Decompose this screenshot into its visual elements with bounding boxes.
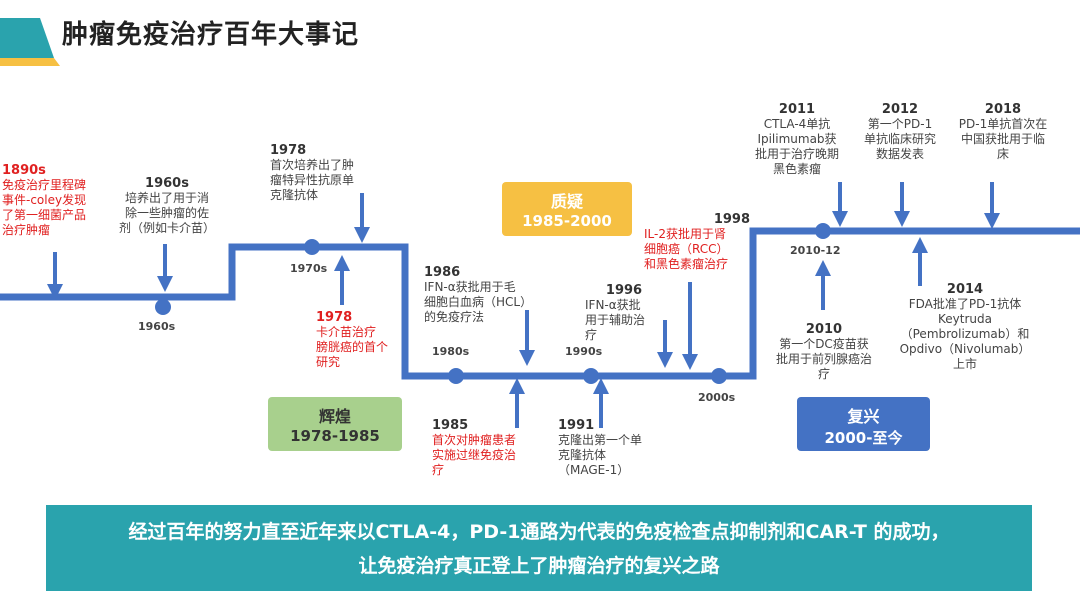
event-year: 2012 [881, 102, 919, 117]
event-1978-antibody: 1978 首次培养出了肿 瘤特异性抗原单 克隆抗体 [270, 143, 380, 203]
event-1890s: 1890s 免疫治疗里程碑 事件-coley发现 了第一细菌产品 治疗肿瘤 [2, 163, 102, 238]
era-name: 辉煌 [318, 407, 351, 426]
timeline-node [304, 239, 320, 255]
timeline-node [815, 223, 831, 239]
event-text: FDA批准了PD-1抗体 Keytruda （Pembrolizumab）和 O… [899, 297, 1031, 371]
event-year: 1998 [713, 212, 750, 227]
node-label: 1960s [138, 320, 176, 333]
page-title: 肿瘤免疫治疗百年大事记 [62, 20, 360, 50]
event-year: 1978 [316, 310, 353, 325]
event-text: IL-2获批用于肾 细胞癌（RCC） 和黑色素瘤治疗 [644, 227, 729, 271]
era-name: 复兴 [847, 407, 880, 426]
event-text: CTLA-4单抗 Ipilimumab获 批用于治疗晚期 黑色素瘤 [754, 117, 839, 176]
timeline-node [583, 368, 599, 384]
node-label: 1970s [290, 262, 328, 275]
event-year: 2014 [946, 282, 984, 297]
event-1960s: 1960s 培养出了用于消 除一些肿瘤的佐 剂（例如卡介苗） [108, 176, 226, 236]
event-1996: 1996 IFN-α获批 用于辅助治 疗 [585, 283, 663, 343]
banner-line-1: 经过百年的努力直至近年来以CTLA-4，PD-1通路为代表的免疫检查点抑制剂和C… [128, 521, 950, 543]
era-range: 1978-1985 [290, 427, 380, 445]
event-text: 首次对肿瘤患者 实施过继免疫治 疗 [432, 433, 517, 477]
timeline-node [155, 299, 171, 315]
conclusion-banner: 经过百年的努力直至近年来以CTLA-4，PD-1通路为代表的免疫检查点抑制剂和C… [46, 505, 1032, 591]
event-1978-bcg: 1978 卡介苗治疗 膀胱癌的首个 研究 [316, 310, 416, 370]
event-1985: 1985 首次对肿瘤患者 实施过继免疫治 疗 [432, 418, 532, 478]
event-year: 2010 [805, 322, 843, 337]
node-label: 2000s [698, 391, 736, 404]
event-text: 克隆出第一个单 克隆抗体 （MAGE-1） [558, 433, 643, 477]
era-name: 质疑 [550, 192, 583, 211]
timeline-line [0, 227, 1080, 380]
event-year: 2011 [778, 102, 816, 117]
node-label: 1980s [432, 345, 470, 358]
timeline-node [711, 368, 727, 384]
event-year: 1991 [558, 418, 595, 433]
event-year: 1960s [145, 176, 189, 191]
era-range: 1985-2000 [522, 212, 612, 230]
event-text: PD-1单抗首次在 中国获批用于临 床 [958, 117, 1048, 161]
event-year: 1996 [605, 283, 643, 298]
event-text: 免疫治疗里程碑 事件-coley发现 了第一细菌产品 治疗肿瘤 [2, 178, 87, 237]
event-1986: 1986 IFN-α获批用于毛 细胞白血病（HCL） 的免疫疗法 [424, 265, 550, 325]
era-range: 2000-至今 [824, 429, 903, 447]
event-2010: 2010 第一个DC疫苗获 批用于前列腺癌治 疗 [766, 322, 882, 382]
event-year: 1985 [432, 418, 469, 433]
era-box-glory: 辉煌 1978-1985 [268, 397, 402, 451]
banner-line-2: 让免疫治疗真正登上了肿瘤治疗的复兴之路 [358, 555, 720, 577]
event-2014: 2014 FDA批准了PD-1抗体 Keytruda （Pembrolizuma… [880, 282, 1050, 372]
event-2011: 2011 CTLA-4单抗 Ipilimumab获 批用于治疗晚期 黑色素瘤 [742, 102, 852, 177]
event-1991: 1991 克隆出第一个单 克隆抗体 （MAGE-1） [558, 418, 658, 478]
event-text: 第一个DC疫苗获 批用于前列腺癌治 疗 [775, 337, 872, 381]
node-label: 2010-12 [790, 244, 841, 257]
event-year: 1986 [424, 265, 461, 280]
event-year: 1890s [2, 163, 46, 178]
event-text: 首次培养出了肿 瘤特异性抗原单 克隆抗体 [270, 158, 355, 202]
event-1998: 1998 IL-2获批用于肾 细胞癌（RCC） 和黑色素瘤治疗 [644, 212, 750, 272]
era-box-doubt: 质疑 1985-2000 [502, 182, 632, 236]
event-2018: 2018 PD-1单抗首次在 中国获批用于临 床 [948, 102, 1058, 162]
event-2012: 2012 第一个PD-1 单抗临床研究 数据发表 [852, 102, 948, 162]
timeline-node [448, 368, 464, 384]
event-text: 卡介苗治疗 膀胱癌的首个 研究 [316, 325, 389, 369]
event-year: 2018 [984, 102, 1022, 117]
event-text: IFN-α获批用于毛 细胞白血病（HCL） 的免疫疗法 [424, 280, 533, 324]
era-box-revival: 复兴 2000-至今 [797, 397, 930, 451]
event-text: 培养出了用于消 除一些肿瘤的佐 剂（例如卡介苗） [118, 191, 215, 235]
event-arrows [47, 182, 1000, 428]
title-accent-shape [0, 18, 54, 58]
event-text: 第一个PD-1 单抗临床研究 数据发表 [863, 117, 936, 161]
event-text: IFN-α获批 用于辅助治 疗 [585, 298, 646, 342]
event-year: 1978 [270, 143, 307, 158]
node-label: 1990s [565, 345, 603, 358]
